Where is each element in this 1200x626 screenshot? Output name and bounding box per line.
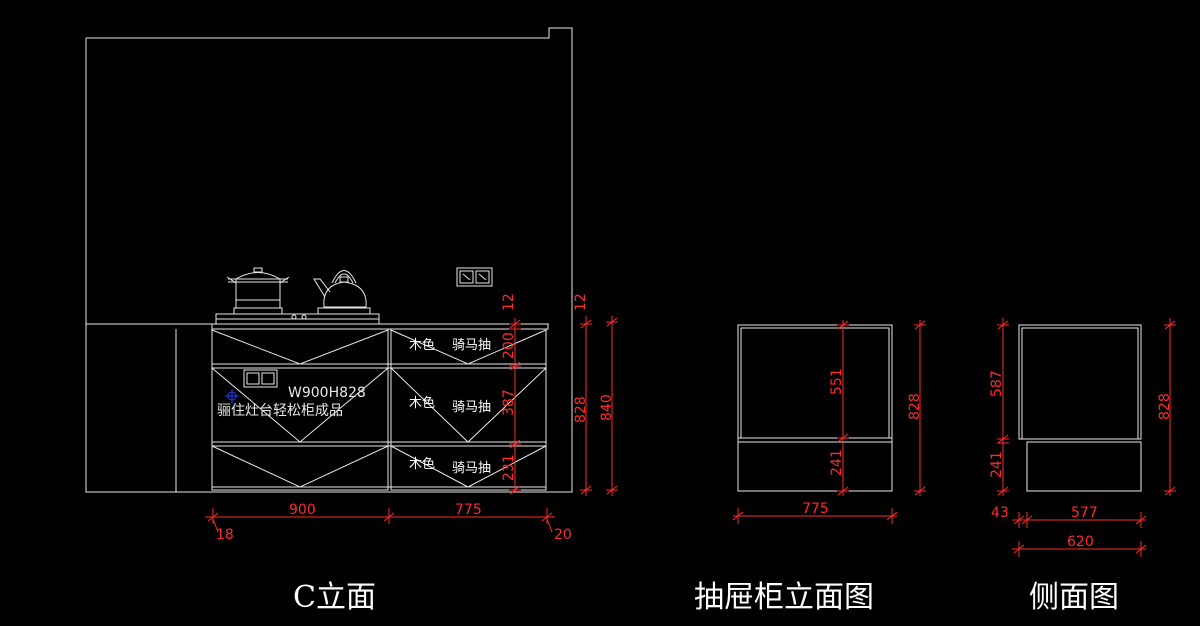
drawer-open-mark — [390, 367, 547, 443]
drawer-type-label: 骑马抽 — [452, 461, 491, 476]
drawer-cabinet-outline — [737, 324, 893, 492]
cabinet-size-note: W900H828 — [288, 385, 366, 401]
cabinet-description-note: 骊住灶台轻松柜成品 — [217, 403, 343, 419]
snap-marker-icon — [225, 389, 239, 403]
side-upper-label: 587 — [989, 370, 1005, 397]
countertop-edge — [211, 323, 549, 330]
c-width-left-label: 900 — [289, 502, 316, 518]
drawer-cabinet-width-label: 775 — [802, 501, 829, 517]
drawer-cabinet-shelf — [737, 437, 893, 443]
shelf-band-1 — [211, 363, 547, 369]
drawer-cabinet-total-dimension — [914, 320, 926, 496]
side-depth-label: 577 — [1071, 505, 1098, 521]
title-c-elevation: C立面 — [293, 580, 376, 615]
c-drawer-height-dimension — [509, 318, 521, 495]
pot-icon — [226, 267, 290, 309]
door-open-mark — [211, 329, 389, 365]
side-left-vertical-dimension — [997, 318, 1009, 496]
side-lower-label: 241 — [989, 451, 1005, 478]
drawer-cabinet-upper-label: 551 — [829, 368, 845, 395]
side-overall-label: 620 — [1067, 534, 1094, 550]
shelf-band-2 — [211, 441, 547, 447]
c-end-right-label: 20 — [554, 527, 572, 543]
c-drawer-2-label: 387 — [501, 389, 517, 416]
side-left-offset-label: 43 — [991, 505, 1009, 521]
wall-outline — [85, 27, 573, 493]
c-top-gap-2-label: 12 — [573, 293, 589, 311]
c-elevation: W900H828 骊住灶台轻松柜成品 木色 骑马抽 木色 骑马抽 木色 骑马抽 … — [85, 27, 618, 543]
drawer-cabinet-total-label: 828 — [907, 393, 923, 420]
drawer-material-label: 木色 — [409, 337, 435, 353]
c-width-dimension — [205, 508, 555, 533]
side-overall-dimension — [1012, 541, 1147, 557]
c-height-840-label: 840 — [599, 394, 615, 421]
side-plinth — [1026, 441, 1142, 492]
title-side-view: 侧面图 — [1029, 580, 1119, 615]
c-drawer-3-label: 231 — [501, 454, 517, 481]
c-height-840-dimension — [606, 316, 618, 496]
drawer-cabinet-elevation: 551 241 828 775 — [732, 320, 926, 524]
side-total-dimension — [1164, 318, 1176, 496]
side-view: 587 241 828 43 577 620 — [989, 318, 1176, 557]
drawer-cabinet — [390, 328, 547, 491]
c-height-828-label: 828 — [573, 396, 589, 423]
c-top-gap-label: 12 — [501, 293, 517, 311]
drawer-cabinet-lower-label: 241 — [829, 449, 845, 476]
drawer-type-label: 骑马抽 — [452, 400, 491, 415]
socket-icon — [243, 369, 278, 388]
drawer-material-label: 木色 — [409, 456, 435, 472]
c-drawer-1-label: 200 — [501, 332, 517, 359]
drawer-cabinet-width-dimension — [732, 508, 898, 524]
drawer-type-label: 骑马抽 — [452, 338, 491, 353]
drawer-cabinet-vertical-dimension — [837, 320, 849, 496]
door-open-mark — [211, 445, 389, 488]
drawer-cabinet-inner — [740, 327, 890, 438]
side-upper-outline — [1018, 324, 1142, 440]
side-depth-dimension — [1012, 512, 1147, 528]
kettle-icon — [313, 270, 367, 308]
stove-cabinet — [211, 328, 389, 491]
gas-hob — [215, 307, 380, 325]
c-width-right-label: 775 — [455, 502, 482, 518]
drawer-material-label: 木色 — [409, 395, 435, 411]
c-height-828-dimension — [580, 316, 592, 496]
c-end-left-label: 18 — [216, 527, 234, 543]
door-open-mark — [211, 367, 389, 443]
socket-icon — [456, 267, 493, 287]
title-drawer-cabinet: 抽屉柜立面图 — [694, 580, 874, 615]
side-upper-inner — [1021, 327, 1139, 439]
drawer-open-mark — [390, 329, 547, 365]
drawer-open-mark — [390, 445, 547, 488]
side-total-label: 828 — [1157, 393, 1173, 420]
